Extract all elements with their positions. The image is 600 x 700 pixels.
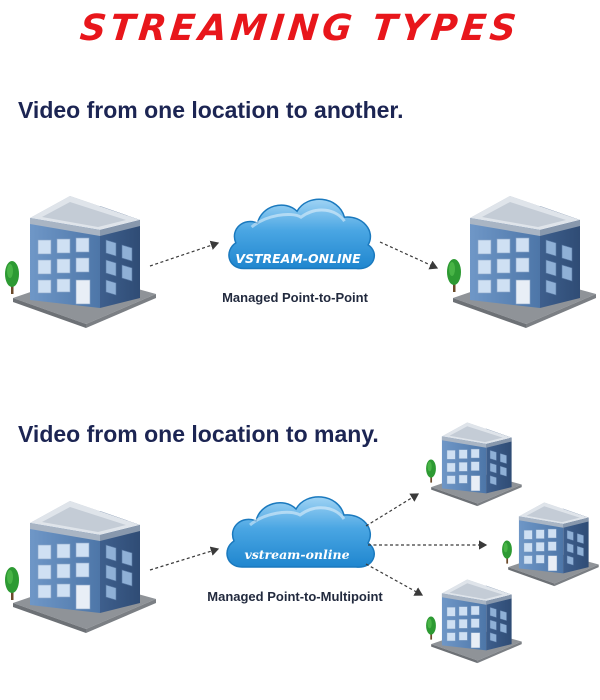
dashed-arrow [379, 241, 439, 270]
tree-icon [426, 459, 436, 483]
tree-icon [426, 616, 436, 640]
building-destination-top [430, 422, 522, 507]
dashed-arrow [149, 240, 220, 267]
dashed-arrow [149, 546, 220, 571]
tree-icon [502, 540, 512, 564]
tree-icon [5, 261, 19, 294]
building-destination-bottom [430, 579, 522, 664]
cloud-caption: Managed Point-to-Multipoint [207, 589, 383, 604]
tree-icon [5, 567, 19, 600]
tree-icon [447, 259, 461, 292]
building-destination-middle [507, 502, 599, 587]
dashed-arrow [365, 493, 420, 527]
cloud-label: VSTREAM-ONLINE [235, 251, 361, 266]
building-source-1 [12, 195, 157, 329]
section-heading-point-to-point: Video from one location to another. [18, 97, 404, 123]
section-heading-point-to-multipoint: Video from one location to many. [18, 421, 379, 447]
building-source-2 [12, 500, 157, 634]
cloud-label: vstream-online [244, 547, 349, 562]
cloud-caption: Managed Point-to-Point [222, 290, 368, 305]
building-destination [452, 195, 597, 329]
